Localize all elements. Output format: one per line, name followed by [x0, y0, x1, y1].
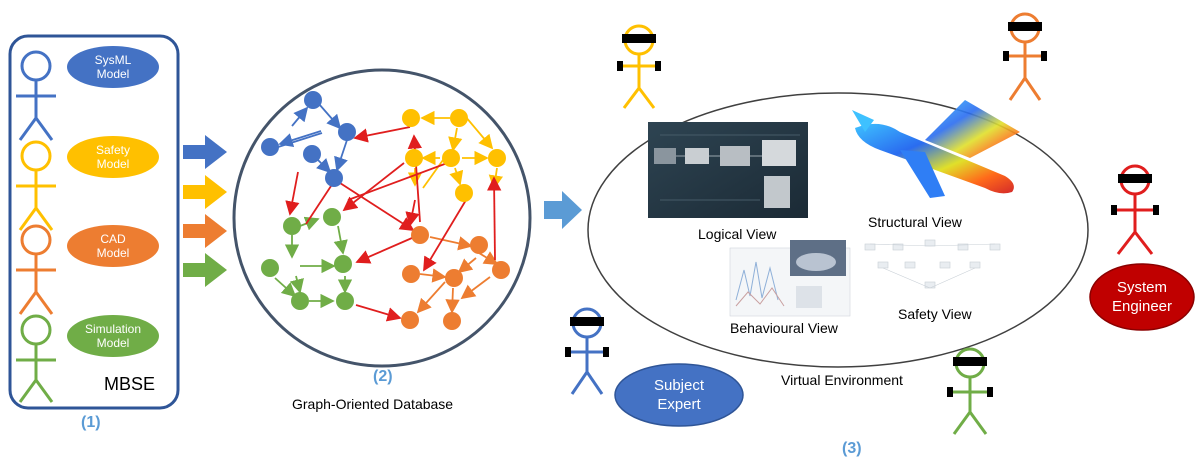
graph-to-environment-arrow: [544, 191, 582, 229]
safety-view-thumbnail: [864, 239, 1001, 289]
node-green: [291, 292, 309, 310]
subject-expert-badge: [614, 363, 744, 427]
sysml-model-label: SysML Model: [94, 53, 132, 81]
environment-number: (3): [842, 440, 862, 457]
node-orange: [470, 236, 488, 254]
mbse-label: MBSE: [104, 374, 156, 394]
node-orange: [443, 312, 461, 330]
node-green: [323, 208, 341, 226]
simulation-modeler-figure: [16, 314, 56, 403]
virtual-environment-caption: Virtual Environment: [781, 372, 903, 388]
node-green: [261, 259, 279, 277]
safety-view-label: Safety View: [898, 306, 972, 322]
node-orange: [492, 261, 510, 279]
node-orange: [402, 265, 420, 283]
node-green: [334, 255, 352, 273]
structural-view-label: Structural View: [868, 214, 962, 230]
node-orange: [445, 269, 463, 287]
safety-modeler-figure: [16, 140, 56, 231]
cad-model-label: CAD Model: [96, 232, 130, 260]
safety-model-label: Safety Model: [95, 143, 131, 171]
node-blue: [338, 123, 356, 141]
node-blue: [325, 169, 343, 187]
simulation-model-pill: [67, 315, 159, 357]
node-green: [283, 217, 301, 235]
node-yellow: [442, 149, 460, 167]
graph-nodes: [261, 91, 510, 330]
node-blue: [303, 145, 321, 163]
graph-number: (2): [373, 368, 393, 385]
logical-view-label: Logical View: [698, 226, 777, 242]
logical-view-thumbnail: [648, 122, 808, 218]
cad-modeler-figure: [16, 224, 56, 315]
node-yellow: [405, 149, 423, 167]
node-green: [336, 292, 354, 310]
node-yellow: [450, 109, 468, 127]
graph-database-circle: [232, 68, 532, 368]
sysml-model-pill: [67, 46, 159, 88]
orange-block-arrow: [183, 214, 227, 248]
redaction-blocks: [565, 22, 1159, 397]
sysml-modeler-figure: [16, 50, 56, 141]
node-yellow: [455, 184, 473, 202]
node-yellow: [402, 109, 420, 127]
blue-block-arrow: [183, 135, 227, 169]
graph-caption: Graph-Oriented Database: [292, 396, 454, 412]
green-block-arrow: [183, 253, 227, 287]
behavioural-view-label: Behavioural View: [730, 320, 838, 336]
system-engineer-label: System Engineer: [1111, 279, 1173, 315]
structural-view-airplane: [852, 100, 1020, 198]
yellow-block-arrow: [183, 175, 227, 209]
mbse-number: (1): [81, 414, 101, 431]
node-yellow: [488, 149, 506, 167]
mbse-to-graph-arrows: [183, 135, 227, 287]
node-blue: [304, 91, 322, 109]
subject-expert-label: Subject Expert: [653, 377, 705, 413]
safety-model-pill: [67, 136, 159, 178]
cad-model-pill: [67, 225, 159, 267]
node-orange: [411, 226, 429, 244]
node-orange: [401, 311, 419, 329]
behavioural-view-thumbnail: [729, 240, 851, 317]
system-engineer-badge: [1089, 263, 1195, 331]
simulation-model-label: Simulation Model: [84, 322, 142, 350]
graph-edges: [274, 103, 503, 322]
node-blue: [261, 138, 279, 156]
mbse-panel: [8, 34, 180, 410]
